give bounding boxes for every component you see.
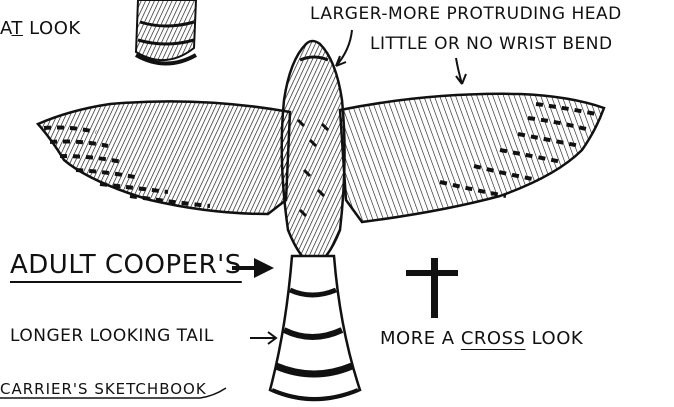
larger-head-annotation: LARGER-MORE PROTRUDING HEAD [310,4,622,24]
left-wing [38,101,290,214]
cross-prefix: MORE A [380,328,461,349]
cross-word-underlined: CROSS [461,328,526,349]
wrist-pointer-arrow [456,58,466,84]
caption-look: LOOK [23,18,81,39]
tail-pointer-arrow [250,332,276,344]
sketchbook-signature: CARRIER'S SKETCHBOOK [0,380,207,398]
cross-suffix: LOOK [525,328,583,349]
upper-bird-tail [136,0,196,64]
longer-tail-annotation: LONGER LOOKING TAIL [10,326,214,346]
head-pointer-arrow [336,30,352,66]
adult-coopers-title: ADULT COOPER'S [10,250,242,280]
right-wing [340,94,604,222]
caption-fragment-a: A [0,18,11,39]
cross-symbol [406,258,458,318]
wrist-bend-annotation: LITTLE OR NO WRIST BEND [370,34,613,54]
caption-t-underlined: T [11,18,23,39]
hawk-body [282,41,345,266]
cross-look-annotation: MORE A CROSS LOOK [380,328,583,349]
upper-figure-caption: AT LOOK [0,18,81,39]
hawk-tail [270,256,360,400]
